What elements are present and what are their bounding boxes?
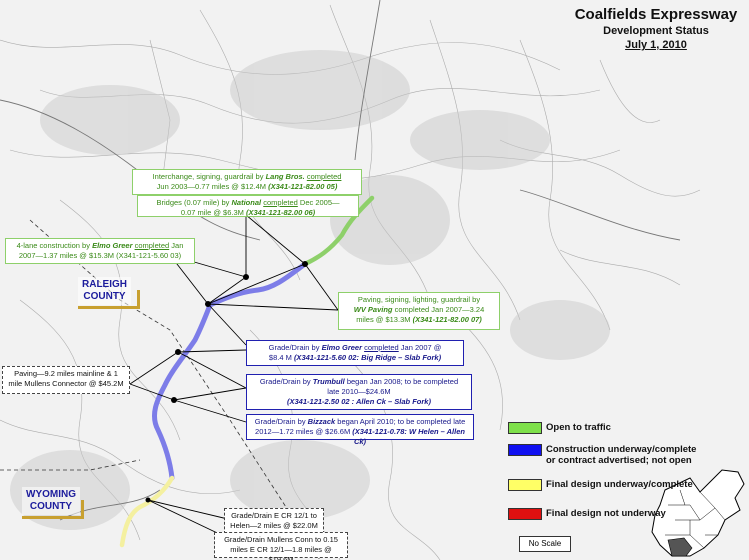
route-open-segment — [302, 195, 375, 267]
route-node — [171, 397, 177, 403]
route-node — [145, 497, 151, 503]
route-construction-segment — [152, 261, 308, 481]
county-label-underline — [22, 516, 84, 519]
legend-swatch — [508, 479, 542, 491]
route-nodes — [145, 261, 308, 503]
route-design-segment — [119, 475, 175, 548]
county-label-bracket — [137, 290, 140, 308]
legend-item-design: Final design underway/complete — [508, 479, 693, 491]
county-label-wyoming: WYOMING COUNTY — [22, 487, 80, 515]
annotation-grade-drain-elmo: Grade/Drain by Elmo Greer completed Jan … — [246, 340, 464, 366]
annotation-mullens-connector: Grade/Drain Mullens Conn to 0.15 miles E… — [214, 532, 348, 560]
legend-swatch — [508, 422, 542, 434]
legend-item-not-underway: Final design not underway — [508, 508, 666, 520]
legend-item-open: Open to traffic — [508, 422, 611, 434]
terrain-shading — [10, 50, 610, 530]
annotation-bridges: Bridges (0.07 mile) by National complete… — [137, 195, 359, 217]
county-label-raleigh: RALEIGH COUNTY — [78, 277, 131, 305]
county-label-underline — [78, 306, 140, 309]
map-date: July 1, 2010 — [625, 39, 687, 51]
title-block: Coalfields Expressway Development Status… — [571, 6, 741, 51]
route-node — [302, 261, 308, 267]
annotation-grade-drain-trumbull: Grade/Drain by Trumbull began Jan 2008; … — [246, 374, 472, 410]
annotation-cr-121: Grade/Drain E CR 12/1 to Helen—2 miles @… — [224, 508, 324, 534]
annotation-paving-mainline: Paving—9.2 miles mainline & 1 mile Mulle… — [2, 366, 130, 394]
county-boundary — [0, 219, 321, 560]
state-locator-inset — [651, 469, 745, 557]
annotation-four-lane: 4-lane construction by Elmo Greer comple… — [5, 238, 195, 264]
annotation-grade-drain-bizzack: Grade/Drain by Bizzack began April 2010;… — [246, 414, 474, 446]
route-node — [175, 349, 181, 355]
route-node — [243, 274, 249, 280]
county-label-bracket — [81, 500, 84, 518]
legend-swatch — [508, 508, 542, 520]
map-title: Coalfields Expressway — [574, 6, 738, 23]
highlighted-counties — [667, 537, 693, 557]
legend-swatch — [508, 444, 542, 456]
map-subtitle: Development Status — [603, 25, 709, 37]
route-node — [205, 301, 211, 307]
legend-item-construction: Construction underway/complete or contra… — [508, 444, 696, 466]
annotation-paving: Paving, signing, lighting, guardrail by … — [338, 292, 500, 330]
no-scale-label: No Scale — [519, 536, 571, 552]
annotation-interchange: Interchange, signing, guardrail by Lang … — [132, 169, 362, 195]
